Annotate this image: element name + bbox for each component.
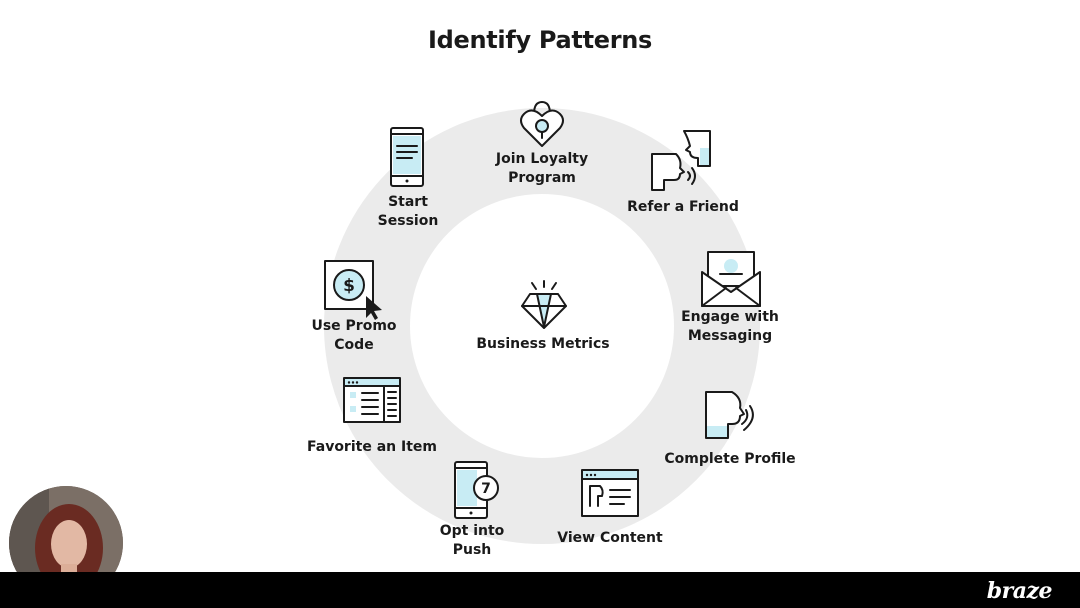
- envelope-icon: [701, 251, 761, 307]
- browser-window-icon: [581, 469, 639, 517]
- mobile-phone-icon: [390, 127, 424, 187]
- list-window-icon: [343, 377, 401, 423]
- business-metrics-label: Business Metrics: [476, 336, 610, 352]
- label-favorite-item: Favorite an Item: [307, 439, 437, 455]
- slide-title: Identify Patterns: [427, 26, 653, 54]
- svg-text:$: $: [343, 276, 355, 296]
- speaking-head-icon: [705, 391, 754, 439]
- braze-logo: braze: [986, 578, 1053, 604]
- label-view-content: View Content: [557, 530, 663, 546]
- label-complete-profile: Complete Profile: [664, 451, 796, 467]
- svg-text:7: 7: [481, 481, 491, 497]
- label-refer-friend: Refer a Friend: [627, 199, 739, 215]
- dollar-cursor-icon: $: [324, 260, 382, 320]
- diamond-icon: [521, 280, 567, 329]
- talking-heads-icon: [651, 130, 711, 191]
- footer-bar: braze: [0, 572, 1080, 608]
- phone-notification-icon: 7: [454, 461, 499, 519]
- heart-lock-icon: [520, 101, 564, 147]
